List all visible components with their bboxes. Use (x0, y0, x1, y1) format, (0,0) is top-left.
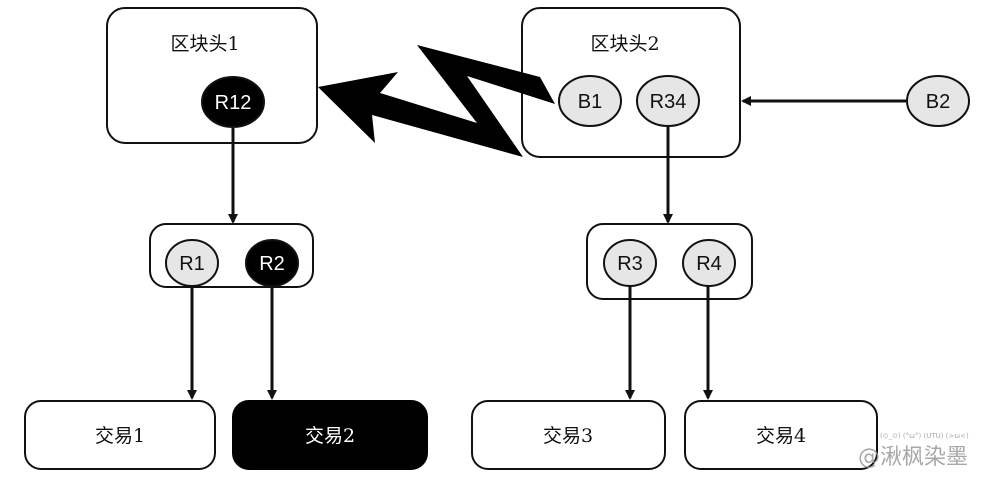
transaction-3-label: 交易3 (543, 425, 593, 447)
watermark-text: @湫枫染墨 (858, 445, 968, 470)
block-header-2-label: 区块头2 (590, 33, 659, 55)
root-r34-label: R34 (650, 91, 687, 113)
root-r34-node (636, 75, 700, 127)
transaction-3: 交易3 (471, 400, 666, 470)
block-header-1-label: 区块头1 (170, 33, 239, 55)
block-header-2: 区块头2 B1 R34 (521, 7, 741, 158)
merkle-node-group-right: R3 R4 (586, 223, 753, 300)
transaction-1: 交易1 (24, 400, 216, 470)
watermark: (⊙_⊙) (°ω°) (UTU) (>ω<) @湫枫染墨 (858, 432, 969, 470)
node-r3-label: R3 (617, 253, 643, 275)
transaction-1-label: 交易1 (95, 425, 145, 447)
transaction-2-label: 交易2 (305, 425, 355, 447)
back-ref-b1-label: B1 (578, 91, 602, 113)
node-r1-label: R1 (179, 253, 205, 275)
root-r12-label: R12 (215, 92, 252, 114)
external-ref-b2-label: B2 (926, 91, 950, 113)
external-ref-b2-node (906, 75, 970, 127)
block-header-1: 区块头1 R12 (106, 7, 318, 144)
transaction-4-label: 交易4 (756, 425, 806, 447)
node-r2-label: R2 (259, 253, 285, 275)
back-ref-b1-node (558, 75, 622, 127)
node-r4-label: R4 (696, 253, 722, 275)
watermark-emoticons: (⊙_⊙) (°ω°) (UTU) (>ω<) (880, 432, 969, 440)
transaction-4: 交易4 (684, 400, 878, 470)
transaction-2: 交易2 (232, 400, 428, 470)
root-r12-node (201, 76, 265, 128)
merkle-node-group-left: R1 R2 (149, 223, 314, 288)
lightning-arrow-icon (318, 45, 555, 157)
